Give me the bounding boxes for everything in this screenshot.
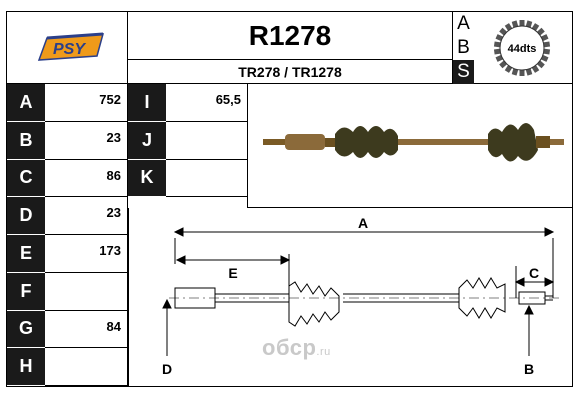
dim-label-b: B <box>524 361 534 377</box>
dim-label-a: A <box>358 215 368 231</box>
abs-letter-a: A <box>453 12 474 36</box>
spec-value-f <box>45 272 128 311</box>
abs-letter-b: B <box>453 36 474 60</box>
spec-value-a: 752 <box>45 84 128 122</box>
dim-label-d: D <box>162 361 172 377</box>
spec-value-g: 84 <box>45 310 128 349</box>
spec-key-f: F <box>7 272 45 311</box>
spec-key-d: D <box>7 197 45 235</box>
teeth-count: 44dts <box>508 43 537 55</box>
spec-key-c: C <box>7 159 45 198</box>
spec-key-k: K <box>128 159 166 198</box>
drive-shaft-photo <box>263 123 564 162</box>
spec-value-h <box>45 348 128 386</box>
spec-key-b: B <box>7 121 45 160</box>
dim-label-c: C <box>529 265 539 281</box>
watermark-brand: oбсp <box>262 335 317 360</box>
abs-column: A B S <box>452 12 474 84</box>
logo-text: PSY <box>53 41 86 58</box>
watermark-suffix: .ru <box>316 346 331 358</box>
spec-value-k <box>166 160 247 198</box>
dimension-diagram: A E C D B <box>162 215 559 377</box>
spec-key-a: A <box>7 84 45 122</box>
spec-key-j: J <box>128 121 166 160</box>
spec-key-h: H <box>7 348 45 386</box>
abs-gear-icon: 44dts <box>493 20 551 76</box>
spec-sheet: PSY R1278 TR278 / TR1278 A B S 44dts <box>6 11 573 387</box>
spec-value-c: 86 <box>45 159 128 198</box>
logo-cell: PSY <box>7 12 128 84</box>
spec-value-j <box>166 122 247 160</box>
brand-logo: PSY <box>37 32 105 61</box>
dim-label-e: E <box>228 265 237 281</box>
spec-value-b: 23 <box>45 121 128 160</box>
watermark: oбсp.ru <box>262 335 331 361</box>
spec-value-d: 23 <box>45 197 128 235</box>
spec-value-i: 65,5 <box>166 84 247 122</box>
part-number-title: R1278 <box>128 12 452 60</box>
spec-key-i: I <box>128 84 166 122</box>
spec-key-g: G <box>7 310 45 349</box>
abs-gear-cell: 44dts <box>474 12 572 84</box>
cross-reference: TR278 / TR1278 <box>128 60 452 84</box>
abs-letter-s: S <box>453 60 474 84</box>
product-photo-cell <box>247 84 572 208</box>
spec-value-e: 173 <box>45 235 128 273</box>
spec-key-e: E <box>7 235 45 273</box>
dimension-diagram-cell: A E C D B <box>128 208 572 386</box>
